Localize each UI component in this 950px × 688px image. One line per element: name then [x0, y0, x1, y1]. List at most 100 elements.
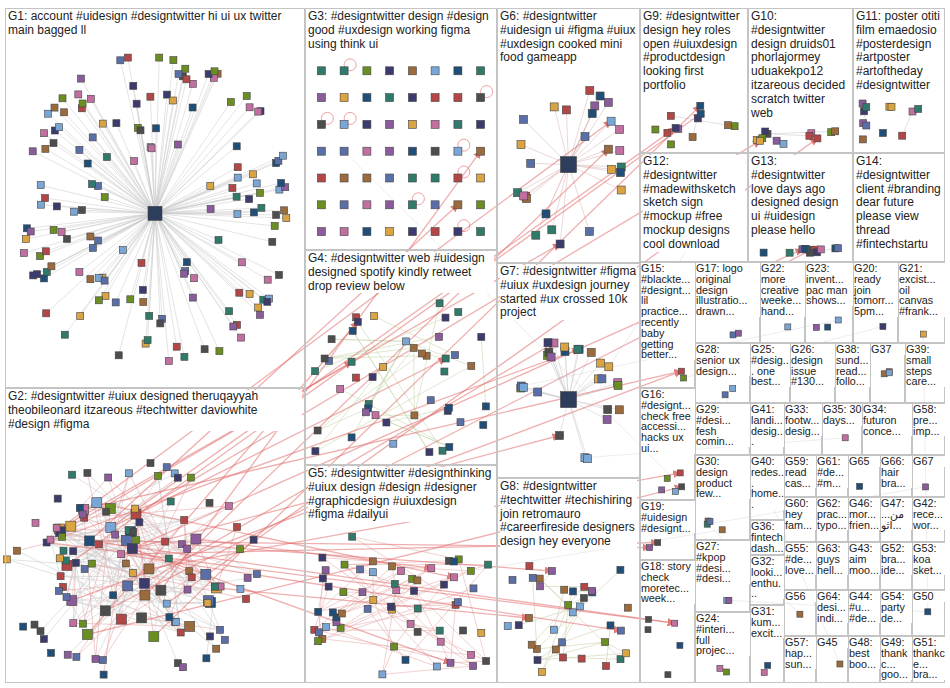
vertex-icon: [82, 630, 92, 640]
graph-link: [155, 213, 269, 298]
group-box: G48: best boo...: [848, 636, 880, 683]
vertex-icon: [165, 555, 172, 562]
vertex-icon: [54, 495, 61, 502]
vertex-icon: [66, 521, 76, 531]
vertex-icon: [112, 531, 119, 538]
vertex-icon: [614, 382, 622, 390]
group-label: G50: [913, 591, 945, 602]
group-label: G51: thankce... bra...: [913, 637, 945, 680]
graph-link: [318, 561, 373, 611]
vertex-icon: [672, 620, 678, 626]
group-box: G35: 30 days...: [822, 403, 862, 455]
group-box: G7: #designtwitter #figma #uiux #uxdesig…: [497, 263, 640, 478]
vertex-icon: [470, 663, 477, 670]
vertex-icon: [607, 117, 615, 125]
vertex-icon: [605, 363, 613, 371]
vertex-icon: [581, 133, 589, 141]
group-label: G56: [785, 591, 816, 602]
vertex-icon: [139, 286, 146, 293]
group-box: G47: من... اثو...: [880, 497, 912, 542]
graph-link: [352, 341, 407, 437]
group-label: G65: [849, 456, 880, 467]
vertex-icon: [761, 670, 767, 676]
group-box: G21: excist... oil canvas #frank...: [898, 262, 945, 343]
vertex-icon: [243, 596, 250, 603]
vertex-icon: [166, 614, 173, 621]
vertex-icon: [101, 277, 108, 284]
vertex-icon: [53, 203, 60, 210]
vertex-icon: [167, 498, 174, 505]
vertex-icon: [842, 435, 848, 441]
vertex-icon: [133, 100, 140, 107]
graph-link: [128, 58, 155, 214]
graph-link: [90, 541, 675, 623]
vertex-icon: [201, 569, 211, 579]
vertex-icon: [127, 296, 134, 303]
vertex-icon: [184, 586, 191, 593]
vertex-icon: [534, 388, 542, 396]
vertex-icon: [103, 154, 110, 161]
vertex-icon: [130, 529, 137, 536]
vertex-icon: [617, 566, 624, 573]
vertex-icon: [191, 534, 201, 544]
vertex-icon: [386, 94, 394, 102]
graph-link: [155, 213, 272, 242]
vertex-icon: [246, 291, 253, 298]
vertex-icon: [735, 330, 741, 336]
graph-link: [341, 568, 432, 628]
vertex-icon: [797, 611, 803, 617]
vertex-icon: [127, 544, 134, 551]
graph-link: [7, 559, 61, 576]
graph-link: [48, 114, 155, 214]
vertex-icon: [227, 99, 234, 106]
vertex-icon: [529, 574, 536, 581]
vertex-icon: [70, 548, 77, 555]
vertex-icon: [84, 160, 91, 167]
vertex-icon: [55, 587, 62, 594]
graph-link: [67, 213, 155, 239]
vertex-icon: [131, 158, 138, 165]
vertex-icon: [80, 620, 87, 627]
graph-link: [33, 151, 155, 213]
group-box: G60: hey fam...: [784, 497, 816, 542]
group-label: G54: party de...: [881, 591, 912, 623]
vertex-icon: [722, 392, 728, 398]
graph-link: [132, 436, 559, 549]
vertex-icon: [585, 228, 593, 236]
vertex-icon: [203, 655, 210, 662]
vertex-icon: [835, 317, 841, 323]
graph-link: [768, 134, 810, 136]
graph-link: [542, 606, 580, 672]
graph-link: [154, 106, 701, 637]
vertex-icon: [363, 201, 371, 209]
vertex-icon: [765, 662, 771, 668]
group-box: G25: #desig... one best...: [750, 343, 790, 403]
group-box: G63: guys hell...: [816, 542, 848, 590]
group-box: G14: #designtwitter client #branding dea…: [853, 153, 945, 262]
graph-link: [155, 101, 173, 214]
vertex-icon: [526, 563, 533, 570]
group-box: G45: [816, 636, 848, 683]
vertex-icon: [37, 182, 44, 189]
graph-link: [146, 213, 155, 343]
vertex-icon: [542, 210, 550, 218]
vertex-icon: [211, 68, 218, 75]
vertex-icon: [41, 275, 48, 282]
vertex-icon: [652, 126, 659, 133]
vertex-icon: [139, 578, 149, 588]
vertex-icon: [61, 109, 68, 116]
group-label: G66: hair bra...: [881, 456, 912, 488]
vertex-icon: [271, 222, 278, 229]
graph-link: [79, 213, 155, 272]
group-label: G23: invent... pac man shows...: [806, 263, 853, 306]
vertex-icon: [591, 102, 599, 110]
vertex-icon: [478, 629, 485, 636]
graph-link: [554, 590, 564, 630]
vertex-icon: [341, 561, 348, 568]
vertex-icon: [436, 300, 443, 307]
vertex-icon: [773, 137, 780, 144]
vertex-icon: [47, 536, 54, 543]
vertex-icon: [388, 603, 395, 610]
graph-link: [451, 605, 456, 663]
vertex-icon: [431, 147, 439, 155]
